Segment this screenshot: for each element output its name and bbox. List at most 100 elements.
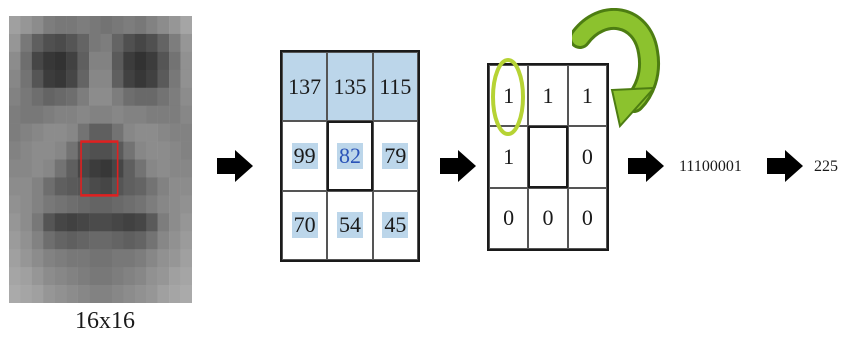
face-pixel: [20, 87, 33, 107]
face-pixel: [180, 267, 192, 286]
face-pixel: [146, 69, 158, 89]
face-pixel: [100, 141, 113, 160]
face-pixel: [157, 285, 170, 303]
face-pixel: [43, 123, 55, 142]
face-pixel: [146, 285, 158, 303]
face-pixel: [169, 231, 181, 250]
face-pixel: [123, 33, 136, 53]
face-pixel: [157, 231, 170, 250]
face-pixel: [43, 51, 55, 71]
face-pixel: [54, 249, 67, 268]
intensity-value: 45: [382, 212, 409, 239]
face-pixel: [66, 123, 78, 142]
face-pixel: [180, 249, 192, 268]
face-pixel: [169, 123, 181, 142]
face-pixel: [89, 141, 101, 160]
face-pixel: [134, 159, 147, 178]
face-pixel: [77, 159, 90, 178]
face-pixel: [100, 267, 113, 286]
face-pixel: [100, 69, 113, 89]
intensity-cell: 115: [372, 52, 418, 122]
face-pixel: [134, 177, 147, 196]
face-pixel: [89, 87, 101, 107]
face-pixel: [77, 141, 90, 160]
face-pixel: [134, 33, 147, 53]
face-pixel: [77, 87, 90, 107]
face-pixel: [43, 69, 55, 89]
right-arrow-icon: [217, 148, 253, 184]
region-box: [80, 140, 119, 197]
face-pixel: [180, 87, 192, 107]
binary-cell: [528, 126, 568, 188]
face-pixel: [31, 87, 44, 107]
face-pixel: [157, 123, 170, 142]
face-pixel: [54, 69, 67, 89]
face-pixel: [9, 213, 21, 232]
face-pixel: [66, 213, 78, 232]
face-pixel: [66, 231, 78, 250]
face-pixel: [180, 231, 192, 250]
face-pixel: [180, 213, 192, 232]
face-pixel: [111, 16, 124, 35]
face-pixel: [146, 123, 158, 142]
face-pixel: [31, 231, 44, 250]
intensity-value: 70: [291, 212, 318, 239]
face-pixel: [20, 213, 33, 232]
face-pixel: [157, 16, 170, 35]
face-pixel: [134, 267, 147, 286]
face-pixel: [169, 159, 181, 178]
face-pixel: [89, 159, 101, 178]
start-bit-ellipse: [491, 58, 525, 136]
face-pixel: [100, 87, 113, 107]
face-pixel: [169, 249, 181, 268]
face-pixel: [157, 141, 170, 160]
binary-cell: 1: [489, 65, 529, 127]
face-pixel: [180, 141, 192, 160]
curved-arrow-icon: [572, 8, 660, 129]
face-pixel: [180, 33, 192, 53]
face-pixel: [123, 285, 136, 303]
face-pixel: [20, 159, 33, 178]
face-pixel: [157, 177, 170, 196]
face-pixel: [100, 51, 113, 71]
face-pixel: [9, 159, 21, 178]
intensity-value: 99: [291, 142, 318, 169]
binary-cell: 0: [567, 126, 607, 188]
face-pixel: [111, 249, 124, 268]
face-pixel: [77, 213, 90, 232]
face-pixel: [77, 177, 90, 196]
face-pixel: [31, 159, 44, 178]
face-pixel: [169, 33, 181, 53]
face-pixel: [180, 123, 192, 142]
face-pixel: [89, 123, 101, 142]
face-pixel: [20, 141, 33, 160]
face-pixel: [134, 16, 147, 35]
face-pixel: [54, 177, 67, 196]
face-pixel: [180, 16, 192, 35]
face-pixel: [134, 285, 147, 303]
face-pixel: [134, 105, 147, 124]
face-pixel: [169, 51, 181, 71]
face-pixel: [9, 195, 21, 214]
face-pixel: [146, 141, 158, 160]
face-pixel: [66, 87, 78, 107]
face-pixel: [54, 213, 67, 232]
binary-value: 0: [581, 143, 593, 169]
face-pixel: [134, 69, 147, 89]
face-pixel: [20, 123, 33, 142]
face-pixel: [111, 123, 124, 142]
face-pixel: [146, 159, 158, 178]
face-pixel: [89, 16, 101, 35]
face-pixel: [146, 177, 158, 196]
face-pixel: [169, 267, 181, 286]
face-pixel: [89, 51, 101, 71]
face-pixel: [89, 69, 101, 89]
face-pixel: [9, 69, 21, 89]
face-pixel: [77, 123, 90, 142]
face-image: [9, 16, 192, 303]
face-pixel: [134, 123, 147, 142]
decimal-result: 225: [814, 158, 838, 175]
binary-value: 1: [503, 82, 515, 108]
face-pixel: [157, 105, 170, 124]
intensity-cell: 79: [372, 121, 418, 191]
